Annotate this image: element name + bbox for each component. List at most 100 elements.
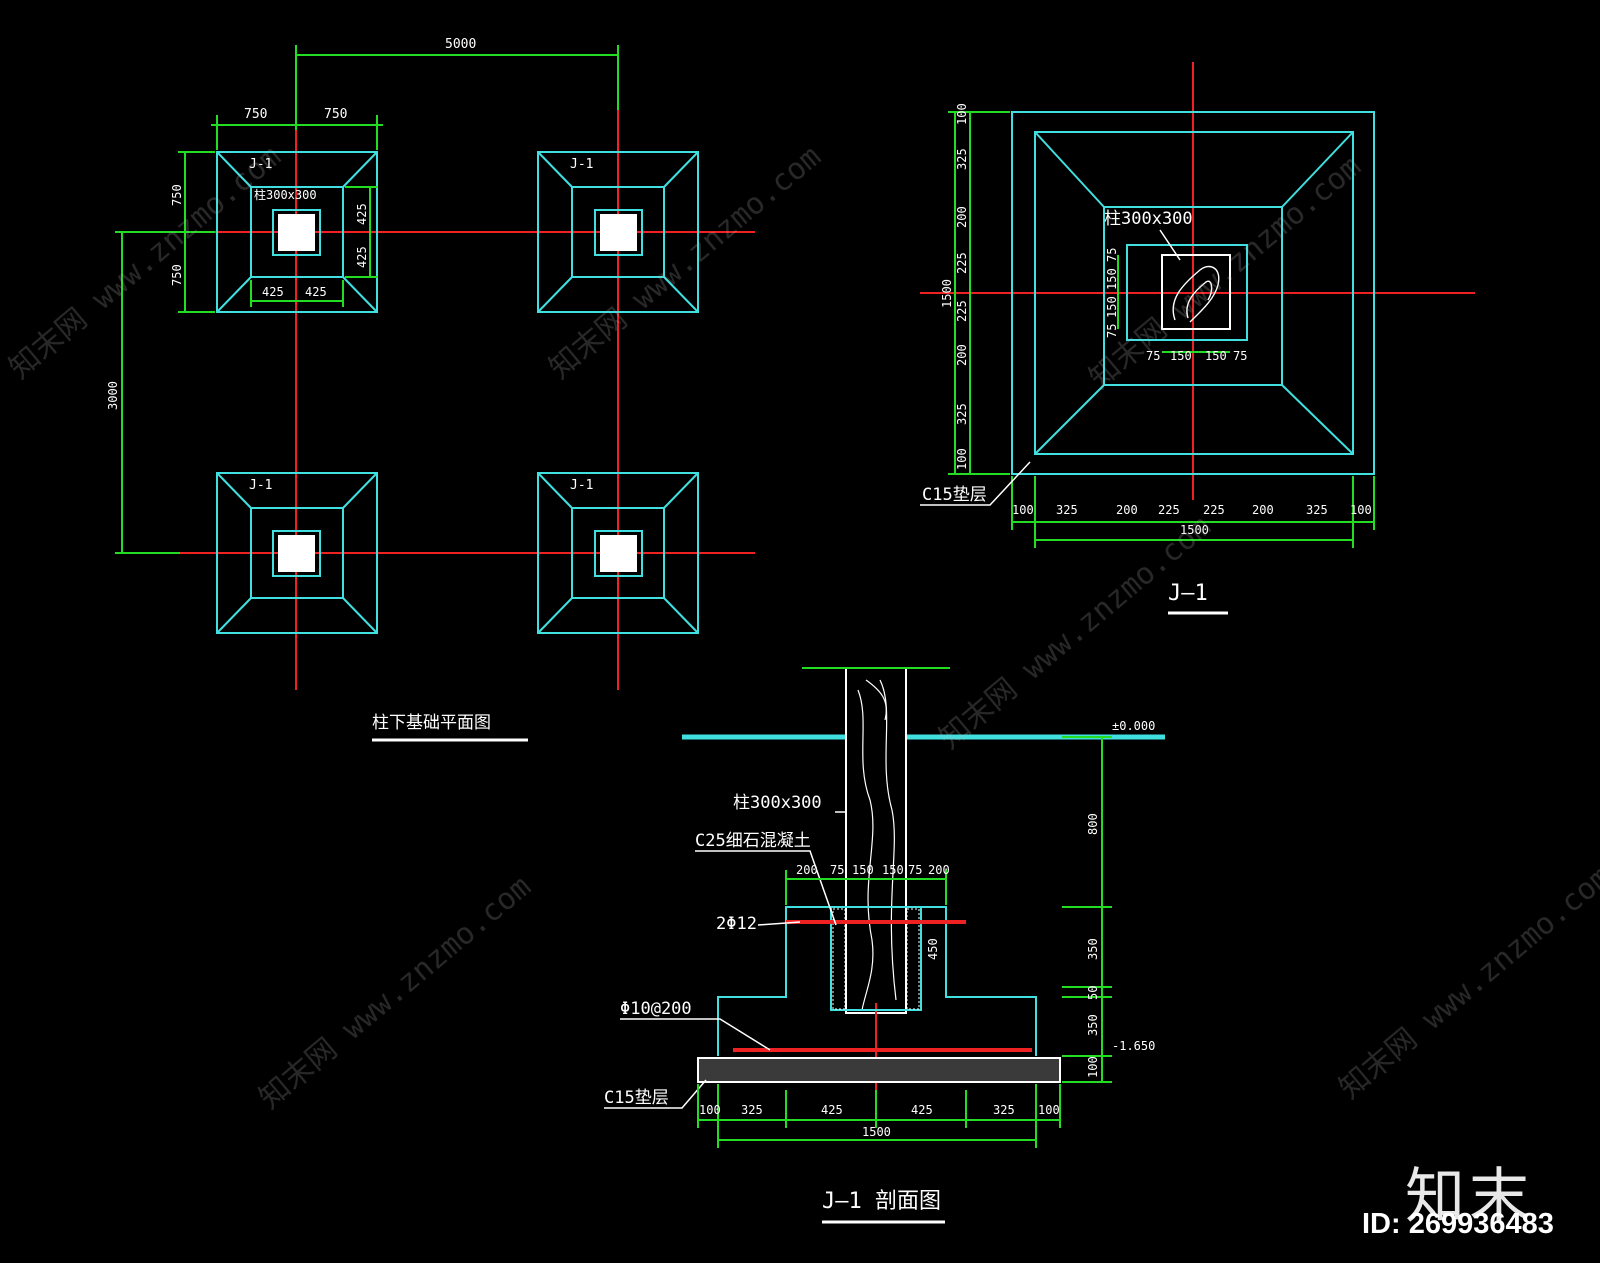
section-top-dim-lines	[785, 870, 947, 905]
j1-inner-h-3: 150	[1205, 349, 1227, 363]
j1-bottom-dim-4: 225	[1158, 503, 1180, 517]
section-right-dim-2: 350	[1086, 938, 1100, 960]
j1-inner-h-1: 75	[1146, 349, 1160, 363]
section-column-label: 柱300x300	[733, 793, 822, 813]
column-wood-grain	[857, 679, 897, 1011]
j1-left-dim-2: 325	[955, 148, 969, 170]
j1-column	[1161, 254, 1231, 330]
column-pocket	[830, 906, 922, 1011]
section-right-dim-3: 50	[1086, 986, 1100, 1000]
section-bottom-dim-3: 425	[821, 1103, 843, 1117]
section-right-dim-4: 350	[1086, 1014, 1100, 1036]
j1-bottom-dim-2: 325	[1056, 503, 1078, 517]
section-bottom-dim-2: 325	[741, 1103, 763, 1117]
section-c25-label: C25细石混凝土	[695, 831, 811, 851]
section-top-dim-4: 150	[882, 863, 904, 877]
j1-inner-dims: 75 150 150 75 75 150 150 75	[1105, 248, 1247, 363]
watermark-2: 知末网 www.znzmo.com	[543, 139, 828, 386]
j1-left-dim-3: 200	[955, 206, 969, 228]
dim-plan-top-right: 750	[324, 107, 347, 122]
j1-left-dim-4: 225	[955, 252, 969, 274]
section-bottom-dim-6: 100	[1038, 1103, 1060, 1117]
section-right-dim-1: 800	[1086, 813, 1100, 835]
section-bottom-dim-5: 325	[993, 1103, 1015, 1117]
brand-logo: 知末	[1405, 1162, 1533, 1232]
j1-left-dim-6: 200	[955, 344, 969, 366]
j1-inner-v-4: 75	[1105, 324, 1119, 338]
j1-bottom-dim-8: 100	[1350, 503, 1372, 517]
j1-overall-width: 1500	[1180, 523, 1209, 537]
foundation-plan: J-1 J-1 J-1 J-1 柱300x300 5000	[106, 37, 755, 742]
section-rebar-bottom-label: Φ10@200	[620, 999, 692, 1019]
j1-detail-plan: 100 325 200 225 225 200 325 100 1500 100…	[920, 62, 1475, 615]
dim-plan-inner-top: 425	[355, 203, 369, 225]
j1-inner-h-2: 150	[1170, 349, 1192, 363]
dim-plan-span-x: 5000	[445, 37, 476, 52]
j1-left-dims: 100 325 200 225 225 200 325 100 1500	[940, 103, 969, 470]
watermark-3: 知末网 www.znzmo.com	[253, 869, 538, 1116]
j1-inner-h-4: 75	[1233, 349, 1247, 363]
section-column	[845, 667, 907, 1014]
j1-bottom-dim-7: 325	[1306, 503, 1328, 517]
j1-column-leader	[1159, 229, 1181, 261]
section-top-dim-2: 75	[830, 863, 844, 877]
section-top-dim-6: 200	[928, 863, 950, 877]
j1-overall-height: 1500	[940, 279, 954, 308]
rebar-bottom-leader	[620, 1018, 771, 1051]
section-pocket-depth: 450	[926, 938, 940, 960]
section-bottom-dim-1: 100	[699, 1103, 721, 1117]
watermark-1: 知末网 www.znzmo.com	[3, 139, 288, 386]
rebar-top-leader	[757, 921, 801, 926]
j1-left-dim-7: 325	[955, 403, 969, 425]
watermark-5: 知末网 www.znzmo.com	[1333, 859, 1600, 1106]
section-c15-label: C15垫层	[604, 1088, 669, 1108]
j1-c15-label: C15垫层	[922, 485, 987, 505]
footing-label-4: J-1	[570, 478, 593, 493]
c15-blinding-layer	[697, 1057, 1061, 1083]
footing-label-2: J-1	[570, 157, 593, 172]
section-bottom-dim-lines	[697, 1084, 1061, 1148]
section-title: J—1 剖面图	[822, 1189, 941, 1214]
dim-plan-inner-bottom: 425	[355, 246, 369, 268]
j1-c15-leader	[920, 461, 1031, 506]
elevation-bottom: -1.650	[1112, 1039, 1155, 1053]
section-right-dim-5: 100	[1086, 1056, 1100, 1078]
dim-plan-inner-right: 425	[305, 285, 327, 299]
plan-dimensions	[115, 45, 619, 554]
footing-plan-1	[216, 151, 378, 313]
j1-wood-grain	[1172, 265, 1220, 323]
dim-plan-top-left: 750	[244, 107, 267, 122]
section-top-dim-5: 75	[908, 863, 922, 877]
j1-dimensions	[948, 111, 1375, 548]
footing-plan-3	[216, 472, 378, 634]
footing-label-1: J-1	[249, 157, 272, 172]
j1-left-dim-5: 225	[955, 300, 969, 322]
footing-label-3: J-1	[249, 478, 272, 493]
watermark-4: 知末网 www.znzmo.com	[933, 509, 1218, 756]
plan-title: 柱下基础平面图	[372, 713, 491, 733]
section-rebar-top-label: 2Φ12	[716, 914, 757, 934]
section-top-dim-1: 200	[796, 863, 818, 877]
j1-left-dim-1: 100	[955, 103, 969, 125]
section-right-dim-lines	[1062, 736, 1112, 1083]
column-tag-1: 柱300x300	[254, 187, 317, 202]
section-c25-leader	[695, 850, 837, 926]
footing-plan-2	[537, 151, 699, 313]
j1-inner-v-3: 150	[1105, 296, 1119, 318]
dim-plan-left-top: 750	[170, 184, 184, 206]
elevation-top: ±0.000	[1112, 719, 1155, 733]
j1-inner-v-2: 150	[1105, 268, 1119, 290]
j1-column-label: 柱300x300	[1104, 209, 1193, 229]
dim-plan-span-y: 3000	[106, 381, 120, 410]
j1-title: J—1	[1168, 581, 1208, 606]
j1-bottom-dim-5: 225	[1203, 503, 1225, 517]
j1-outlines	[1011, 111, 1375, 475]
j1-bottom-dims: 100 325 200 225 225 200 325 100 1500	[1012, 503, 1372, 537]
dim-plan-left-bottom: 750	[170, 264, 184, 286]
dim-plan-inner-left: 425	[262, 285, 284, 299]
j1-bottom-dim-3: 200	[1116, 503, 1138, 517]
image-id: ID: 269936483	[1362, 1208, 1554, 1240]
section-top-dim-3: 150	[852, 863, 874, 877]
j1-bottom-dim-1: 100	[1012, 503, 1034, 517]
